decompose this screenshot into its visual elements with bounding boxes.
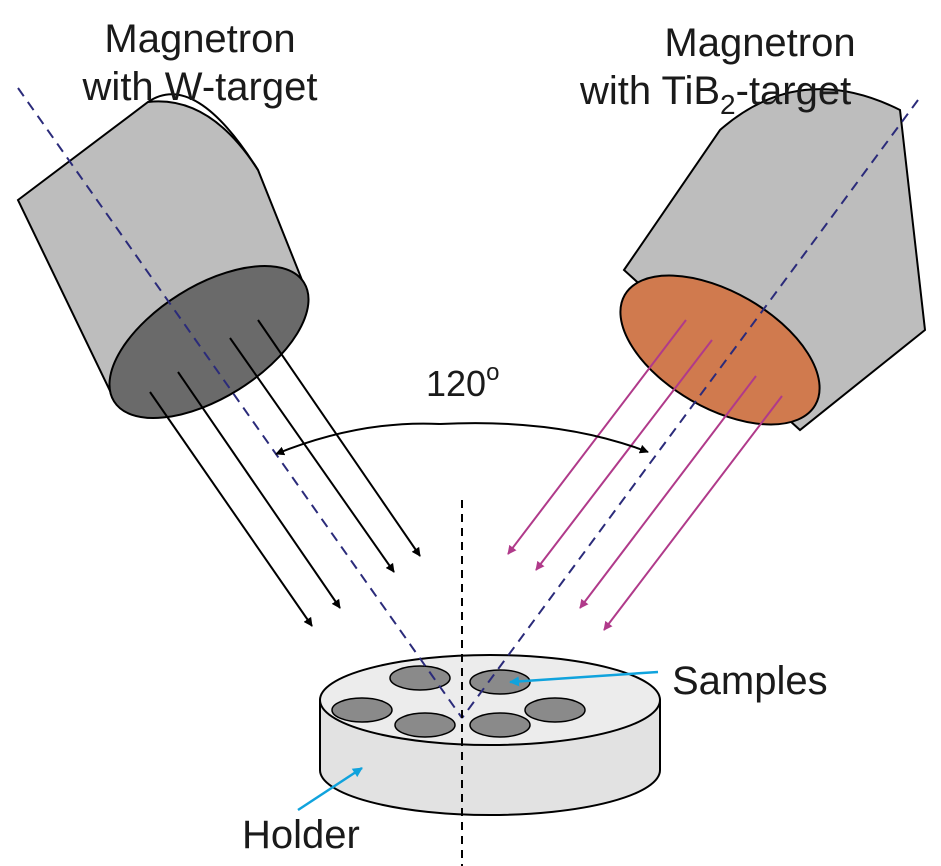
- right-label-subscript: 2: [720, 89, 736, 120]
- w-flux-arrow: [177, 371, 341, 609]
- left-magnetron-label-line2: with W-target: [82, 65, 318, 109]
- sample-disc: [469, 669, 531, 695]
- right-label-suffix: -target: [736, 69, 852, 113]
- sample-disc: [469, 712, 531, 738]
- right-magnetron: [619, 88, 927, 432]
- tib2-flux-arrow: [535, 339, 713, 571]
- angle-arc: [275, 422, 441, 456]
- right-magnetron-label-line2: with TiB2-target: [579, 69, 851, 120]
- tib2-target-face: [619, 274, 821, 426]
- tib2-flux-arrows: [507, 319, 783, 631]
- right-magnetron-body: [622, 88, 927, 432]
- w-target-face: [108, 264, 310, 420]
- right-label-prefix: with TiB: [579, 69, 720, 113]
- sample-disc: [524, 697, 586, 723]
- left-magnetron-back-edge: [147, 93, 259, 171]
- holder-pointer-arrow: [297, 766, 363, 812]
- holder-label: Holder: [242, 813, 360, 857]
- angle-arc: [439, 422, 649, 454]
- samples-pointer-arrow: [509, 670, 659, 687]
- w-flux-arrow: [229, 337, 395, 573]
- w-flux-arrow: [149, 391, 313, 627]
- left-magnetron: [16, 93, 310, 420]
- right-magnetron-label-line1: Magnetron: [664, 21, 855, 65]
- samples-label: Samples: [672, 659, 828, 703]
- sample-holder: [319, 654, 661, 816]
- sample-disc: [331, 697, 393, 723]
- sample-disc: [389, 665, 451, 691]
- sample-disc: [394, 712, 456, 738]
- tib2-magnetron-axis: [461, 99, 919, 719]
- angle-label: 120o: [426, 359, 499, 404]
- tib2-flux-arrow: [603, 395, 783, 631]
- left-magnetron-label-line1: Magnetron: [104, 17, 295, 61]
- tib2-flux-arrow: [579, 375, 757, 609]
- axis-lines: [17, 87, 919, 866]
- w-flux-arrows: [149, 319, 421, 627]
- w-magnetron-axis: [17, 87, 463, 719]
- w-flux-arrow: [257, 319, 421, 557]
- angle-degree-mark: o: [486, 359, 499, 386]
- angle-value: 120: [426, 363, 486, 404]
